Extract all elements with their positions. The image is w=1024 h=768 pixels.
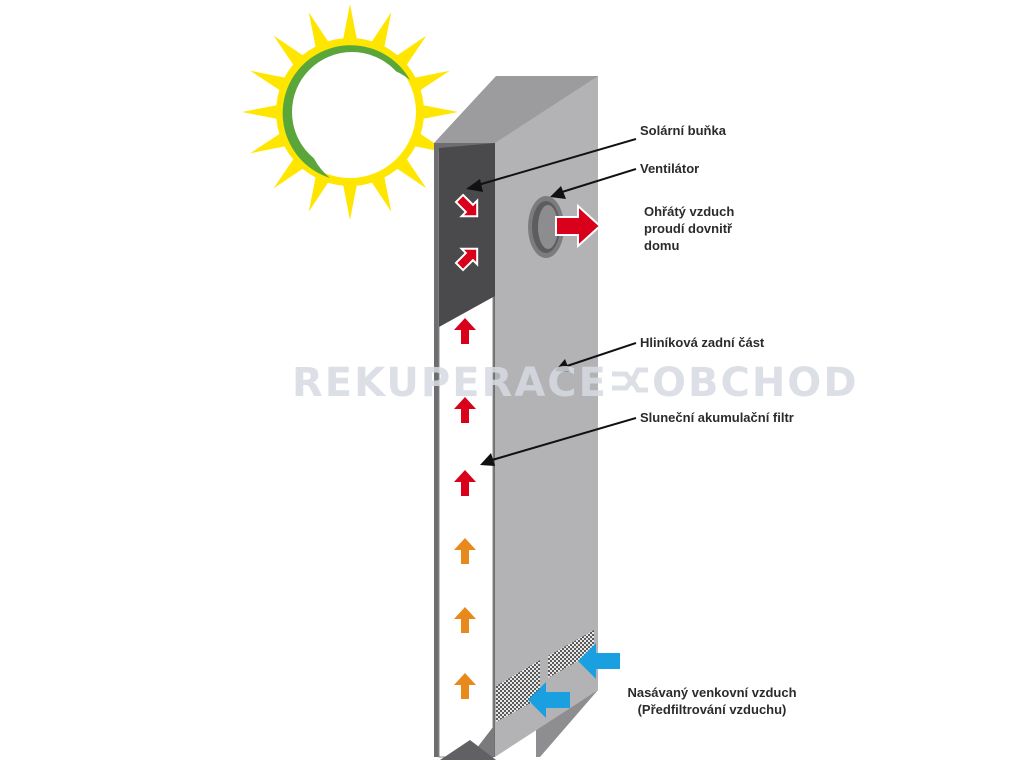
watermark-left: REKUPERACE: [292, 360, 608, 406]
intake-mesh-upper: [548, 630, 594, 678]
label-heated-air-line3: domu: [644, 238, 680, 253]
sun-ray: [369, 12, 392, 51]
warm-air-arrow-up: [454, 673, 476, 699]
sun-ray: [342, 4, 358, 43]
hot-air-arrow-diagonal-up: [454, 247, 479, 272]
sun-ray: [411, 70, 450, 93]
hot-air-arrow-diagonal-down: [454, 193, 479, 218]
sun-ray: [308, 12, 331, 51]
solar-cell-region: [439, 143, 495, 327]
solar-panel: [434, 76, 598, 760]
sun-ray: [308, 173, 331, 212]
watermark: REKUPERACE OBCHOD: [292, 360, 859, 406]
label-solar-filter: Sluneční akumulační filtr: [640, 410, 794, 425]
intake-mesh-lower: [496, 660, 540, 722]
sun-ray: [369, 173, 392, 212]
label-heated-air: Ohřátý vzduch proudí dovnitř domu: [644, 203, 734, 254]
sun-ray: [242, 104, 281, 120]
fan-icon: [528, 196, 564, 258]
flow-arrows: [454, 193, 620, 718]
leader-solar-cell: [466, 138, 637, 192]
watermark-right: OBCHOD: [651, 360, 859, 406]
sun-ray: [250, 70, 289, 93]
hot-air-arrow-up: [454, 318, 476, 344]
warm-air-arrow-up: [454, 607, 476, 633]
sun-icon: [242, 4, 458, 220]
sun-ray: [250, 131, 289, 154]
leader-lines: [466, 138, 637, 466]
leader-filter: [480, 417, 637, 466]
label-heated-air-line1: Ohřátý vzduch: [644, 204, 735, 219]
label-intake-line2: (Předfiltrování vzduchu): [637, 702, 787, 717]
label-heated-air-line2: proudí dovnitř: [644, 221, 733, 236]
panel-front-face: [495, 76, 598, 757]
hot-air-arrow-up: [454, 470, 476, 496]
sun-ray: [342, 181, 358, 220]
leader-fan: [550, 168, 637, 199]
leader-aluminum: [555, 342, 637, 372]
label-fan: Ventilátor: [640, 161, 700, 176]
heated-air-out-arrow: [555, 203, 602, 249]
label-intake-line1: Nasávaný venkovní vzduch: [627, 685, 797, 700]
cold-air-arrow-in: [578, 643, 620, 679]
watermark-logo-icon: [608, 360, 652, 400]
cold-air-arrow-in: [528, 682, 570, 718]
label-intake: Nasávaný venkovní vzduch (Předfiltrování…: [612, 684, 812, 718]
sun-ray: [419, 104, 458, 120]
hot-air-arrow-up: [454, 397, 476, 423]
label-solar-cell: Solární buňka: [640, 123, 726, 138]
warm-air-arrow-up: [454, 538, 476, 564]
label-aluminum-back: Hliníková zadní část: [640, 335, 765, 350]
